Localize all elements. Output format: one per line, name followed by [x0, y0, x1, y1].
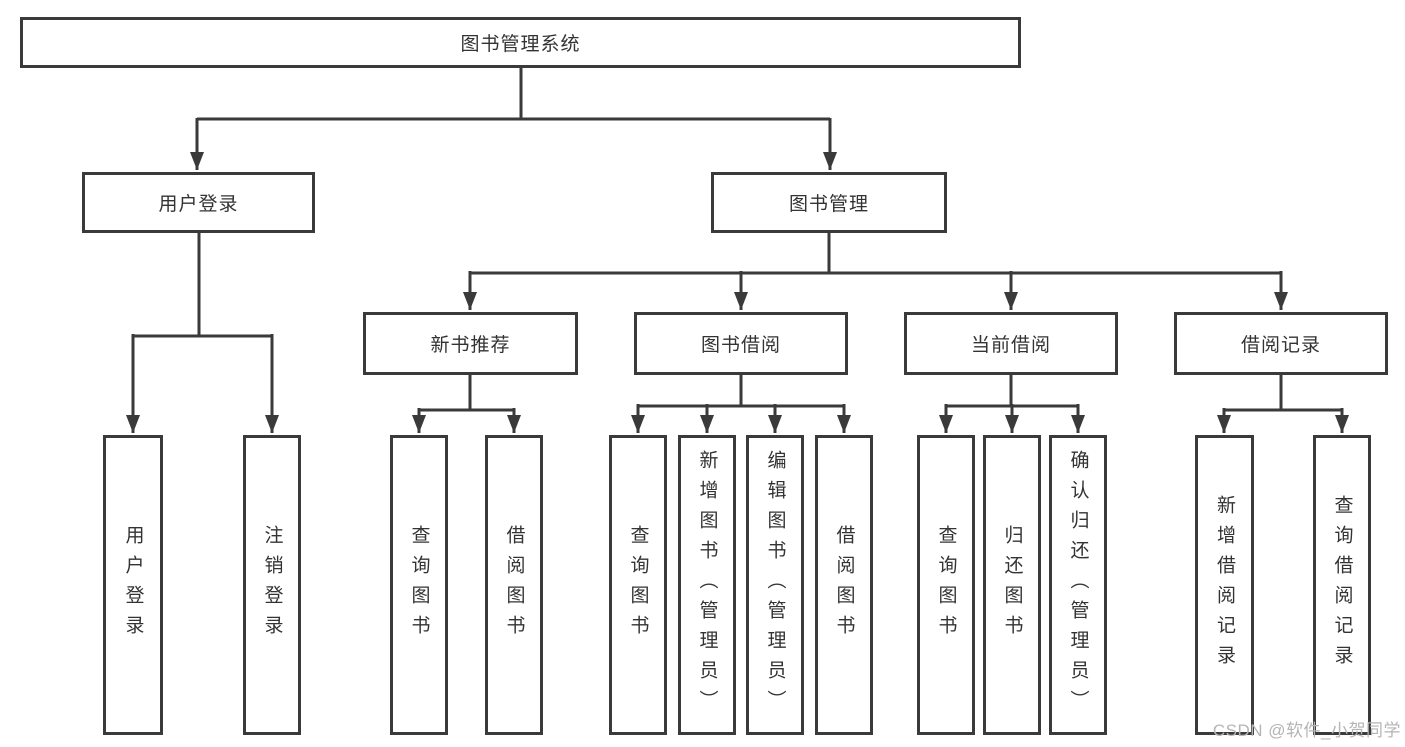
leaf-add-borrow-record: 新增借阅记录 — [1195, 435, 1254, 735]
node-label: 编辑图书（管理员） — [764, 450, 786, 720]
node-label: 当前借阅 — [970, 335, 1051, 356]
node-label: 查询图书 — [627, 525, 649, 645]
leaf-edit-books-admin: 编辑图书（管理员） — [746, 435, 804, 735]
node-current-borrowing: 当前借阅 — [904, 312, 1118, 375]
leaf-add-books-admin: 新增图书（管理员） — [678, 435, 736, 735]
leaf-user-login: 用户登录 — [103, 435, 163, 735]
node-label: 新增借阅记录 — [1214, 495, 1235, 675]
node-new-book-recommendation: 新书推荐 — [363, 312, 578, 375]
leaf-borrow-books-bb: 借阅图书 — [815, 435, 873, 735]
leaf-query-books-rec: 查询图书 — [390, 435, 448, 735]
leaf-return-books: 归还图书 — [983, 435, 1041, 735]
node-borrowing-records: 借阅记录 — [1174, 312, 1388, 375]
node-user-login: 用户登录 — [82, 172, 315, 233]
node-book-management: 图书管理 — [711, 172, 947, 233]
node-label: 图书借阅 — [700, 335, 781, 356]
leaf-logout: 注销登录 — [243, 435, 301, 735]
csdn-watermark: CSDN @软件_小贺同学 — [1212, 721, 1401, 740]
node-label: 图书管理 — [788, 194, 869, 215]
node-label: 归还图书 — [1001, 525, 1023, 645]
leaf-borrow-books-rec: 借阅图书 — [485, 435, 543, 735]
node-label: 注销登录 — [261, 525, 283, 645]
node-label: 新书推荐 — [430, 335, 511, 356]
leaf-query-borrow-record: 查询借阅记录 — [1313, 435, 1371, 735]
node-label: 图书管理系统 — [460, 34, 581, 55]
node-label: 借阅图书 — [503, 525, 525, 645]
node-label: 查询借阅记录 — [1331, 495, 1353, 675]
node-library-management-system: 图书管理系统 — [20, 17, 1021, 68]
node-label: 用户登录 — [122, 525, 144, 645]
leaf-query-books-bb: 查询图书 — [609, 435, 667, 735]
node-book-borrowing: 图书借阅 — [634, 312, 848, 375]
node-label: 借阅图书 — [833, 525, 855, 645]
leaf-query-books-cb: 查询图书 — [917, 435, 975, 735]
node-label: 新增图书（管理员） — [696, 450, 718, 720]
node-label: 确认归还（管理员） — [1067, 450, 1089, 720]
node-label: 查询图书 — [935, 525, 957, 645]
leaf-confirm-return-admin: 确认归还（管理员） — [1049, 435, 1107, 735]
node-label: 查询图书 — [408, 525, 430, 645]
node-label: 借阅记录 — [1240, 335, 1321, 356]
node-label: 用户登录 — [158, 194, 239, 215]
